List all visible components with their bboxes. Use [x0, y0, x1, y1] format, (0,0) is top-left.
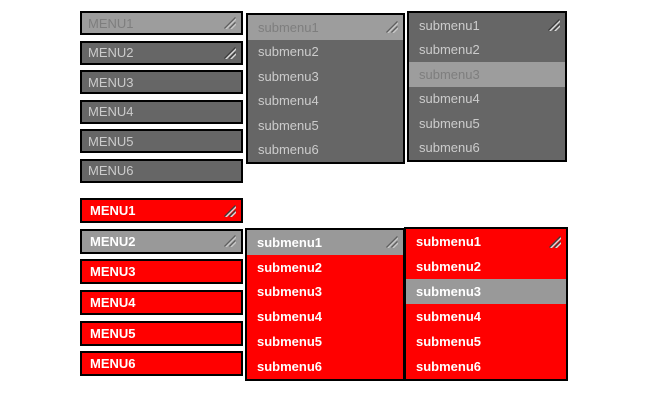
top-sub2-item-submenu4[interactable]: submenu4	[409, 86, 565, 111]
menu-item-label: MENU1	[90, 203, 136, 218]
menu-item-label: submenu2	[416, 259, 482, 274]
menu-item-label: submenu2	[257, 259, 323, 275]
top-submenu-level1-panel: submenu1 submenu2 submenu3 submenu4 subm…	[246, 13, 405, 164]
menu-item-label: submenu1	[258, 19, 319, 35]
menu-item-label: submenu5	[416, 334, 482, 349]
menu-item-label: MENU2	[88, 45, 134, 60]
top-sub1-item-submenu3[interactable]: submenu3	[248, 64, 403, 89]
resize-grip-icon[interactable]	[386, 236, 399, 250]
top-menu-item-menu4[interactable]: MENU4	[80, 99, 243, 124]
top-menu-item-menu6[interactable]: MENU6	[80, 158, 243, 183]
menu-item-label: submenu2	[258, 44, 319, 60]
bottom-menu-item-menu5[interactable]: MENU5	[80, 320, 243, 346]
top-sub1-item-submenu1[interactable]: submenu1	[248, 15, 403, 40]
menu-item-label: submenu4	[416, 309, 482, 324]
menu-item-label: submenu5	[257, 334, 323, 350]
top-menu-item-menu2[interactable]: MENU2	[80, 40, 243, 65]
menu-item-label: submenu4	[419, 91, 480, 107]
resize-grip-icon[interactable]	[224, 204, 237, 218]
bottom-menu-item-menu4[interactable]: MENU4	[80, 290, 243, 316]
bottom-menu-item-menu3[interactable]: MENU3	[80, 259, 243, 285]
resize-grip-icon[interactable]	[224, 17, 237, 30]
top-submenu-level2-panel: submenu1 submenu2 submenu3 submenu4 subm…	[407, 11, 567, 162]
menu-item-label: MENU5	[90, 325, 136, 341]
resize-grip-icon[interactable]	[224, 235, 237, 248]
bottom-sub2-item-submenu4[interactable]: submenu4	[406, 304, 566, 329]
bottom-sub1-item-submenu4[interactable]: submenu4	[247, 304, 403, 330]
top-sub2-item-submenu3[interactable]: submenu3	[409, 62, 565, 87]
bottom-submenu-level1-panel: submenu1 submenu2 submenu3 submenu4 subm…	[245, 228, 405, 381]
top-sub1-item-submenu2[interactable]: submenu2	[248, 39, 403, 64]
resize-grip-icon[interactable]	[224, 46, 237, 60]
menu-item-label: MENU3	[88, 74, 134, 90]
menu-item-label: submenu3	[257, 284, 323, 300]
bottom-sub2-item-submenu3[interactable]: submenu3	[406, 279, 566, 304]
bottom-sub2-item-submenu2[interactable]: submenu2	[406, 254, 566, 279]
bottom-submenu-level2-panel: submenu1 submenu2 submenu3 submenu4 subm…	[404, 227, 568, 381]
top-menu-item-menu5[interactable]: MENU5	[80, 129, 243, 153]
top-sub2-item-submenu6[interactable]: submenu6	[409, 135, 565, 160]
menu-item-label: submenu1	[419, 17, 480, 33]
menu-item-label: submenu5	[419, 115, 480, 131]
bottom-sub2-item-submenu1[interactable]: submenu1	[406, 229, 566, 254]
menu-item-label: MENU3	[90, 264, 136, 280]
menu-item-label: submenu3	[258, 68, 319, 84]
top-sub2-item-submenu5[interactable]: submenu5	[409, 111, 565, 136]
menu-item-label: MENU2	[90, 233, 136, 249]
bottom-sub2-item-submenu6[interactable]: submenu6	[406, 354, 566, 379]
menu-item-label: MENU4	[90, 295, 136, 311]
resize-grip-icon[interactable]	[549, 235, 562, 249]
menu-item-label: submenu1	[257, 234, 323, 250]
resize-grip-icon[interactable]	[548, 19, 561, 33]
resize-grip-icon[interactable]	[386, 21, 399, 35]
menu-item-label: submenu3	[419, 66, 480, 82]
bottom-main-menu: MENU1 MENU2 MENU3 MENU4 MENU5 MENU6	[80, 198, 243, 377]
top-sub1-item-submenu4[interactable]: submenu4	[248, 88, 403, 113]
menu-item-label: submenu2	[419, 42, 480, 58]
menu-item-label: MENU6	[88, 163, 134, 178]
top-menu-item-menu3[interactable]: MENU3	[80, 70, 243, 94]
menu-item-label: MENU1	[88, 15, 134, 31]
bottom-sub2-item-submenu5[interactable]: submenu5	[406, 329, 566, 354]
menu-item-label: submenu6	[257, 358, 323, 374]
bottom-sub1-item-submenu6[interactable]: submenu6	[247, 353, 403, 379]
menu-item-label: submenu6	[416, 359, 482, 374]
menu-item-label: MENU4	[88, 104, 134, 119]
top-sub2-item-submenu2[interactable]: submenu2	[409, 37, 565, 62]
menu-item-label: submenu5	[258, 117, 319, 133]
bottom-menu-item-menu2[interactable]: MENU2	[80, 228, 243, 254]
bottom-sub1-item-submenu5[interactable]: submenu5	[247, 329, 403, 354]
menu-item-label: submenu1	[416, 234, 482, 249]
menu-item-label: submenu3	[416, 284, 482, 299]
top-sub1-item-submenu5[interactable]: submenu5	[248, 113, 403, 138]
top-menu-item-menu1[interactable]: MENU1	[80, 11, 243, 35]
top-sub1-item-submenu6[interactable]: submenu6	[248, 137, 403, 162]
bottom-sub1-item-submenu3[interactable]: submenu3	[247, 279, 403, 305]
menu-item-label: submenu4	[258, 93, 319, 109]
bottom-menu-item-menu1[interactable]: MENU1	[80, 198, 243, 223]
menu-item-label: MENU6	[90, 356, 136, 372]
top-sub2-item-submenu1[interactable]: submenu1	[409, 13, 565, 38]
menu-item-label: submenu6	[419, 140, 480, 156]
menu-item-label: MENU5	[88, 133, 134, 149]
bottom-menu-item-menu6[interactable]: MENU6	[80, 351, 243, 377]
bottom-sub1-item-submenu2[interactable]: submenu2	[247, 254, 403, 280]
menu-item-label: submenu4	[257, 309, 323, 325]
menu-item-label: submenu6	[258, 142, 319, 158]
bottom-sub1-item-submenu1[interactable]: submenu1	[247, 230, 403, 255]
top-main-menu: MENU1 MENU2 MENU3 MENU4 MENU5 MENU6	[80, 11, 243, 183]
